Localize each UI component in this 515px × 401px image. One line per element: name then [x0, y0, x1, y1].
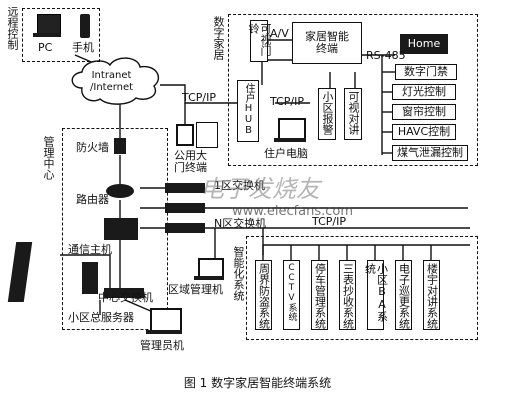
home-terminal-box: 家居智能终端 [292, 22, 362, 64]
alarm-box: 小区报警 [318, 88, 336, 140]
zone-switch-1-label: 1区交换机 [214, 179, 265, 192]
gate-terminal-panel-icon [196, 122, 218, 148]
gate-terminal-icon [176, 124, 194, 146]
home-tag: Home [400, 34, 448, 54]
subsystem-havc: HAVC控制 [392, 124, 456, 140]
cloud-label: Intranet /Internet [90, 70, 134, 93]
central-switch-label: 中心交换机 [98, 291, 153, 304]
hub-tcpip-label: TCP/IP [270, 95, 304, 108]
zone-switch-n-label: N区交换机 [214, 217, 267, 230]
server-label: 小区总服务器 [68, 311, 134, 324]
comm-host-label: 通信主机 [68, 243, 112, 256]
zone-admin-label: 区域管理机 [168, 283, 223, 296]
pc-icon [37, 14, 61, 34]
management-center-label: 管理中心 [42, 136, 55, 180]
hub-box: 住户HUB [237, 80, 259, 142]
tcpip-mid-label: TCP/IP [312, 215, 346, 228]
remote-phone-label: 手机 [72, 41, 94, 54]
zone-switch-1-icon [165, 183, 205, 193]
smart-system-cctv: CCTV系统 [283, 260, 300, 330]
admin-pc-icon [150, 308, 182, 332]
smart-system-meter: 三表抄收系统 [339, 260, 356, 330]
router-icon [106, 184, 134, 198]
digital-home-frame [228, 14, 478, 166]
firewall-icon [114, 138, 126, 154]
home-pc-base-icon [274, 138, 306, 142]
watermark-url: www.elecfans.com [232, 204, 354, 219]
smart-system-label: 智能化系统 [232, 246, 245, 301]
smart-system-ba: 小区BA系统 [364, 260, 389, 330]
router-rack-icon [104, 218, 138, 240]
smart-system-frame [246, 236, 478, 340]
smart-system-intercom: 楼宇对讲系统 [423, 260, 440, 330]
remote-control-frame [22, 8, 100, 62]
intercom-box: 可视对讲 [344, 88, 362, 140]
smart-system-perimeter: 周界防盗系统 [255, 260, 272, 330]
smart-system-parking: 停车管理系统 [311, 260, 328, 330]
home-pc-label: 住户电脑 [264, 147, 308, 160]
zone-admin-icon [198, 258, 224, 278]
tcpip-top-label: TCP/IP [182, 91, 216, 104]
watermark-cn: 电子发烧友 [200, 175, 320, 203]
av-label: A/V [270, 27, 289, 40]
remote-control-label: 远程控制 [6, 6, 19, 50]
zone-admin-base-icon [194, 276, 224, 280]
home-pc-icon [278, 118, 306, 140]
rs485-label: RS-485 [366, 49, 406, 62]
central-switch-icon [104, 288, 144, 298]
zone-switch-mid-icon [165, 203, 205, 213]
smart-system-patrol: 电子巡更系统 [395, 260, 412, 330]
digital-home-label: 数字家居 [212, 16, 225, 60]
figure-caption: 图 1 数字家居智能终端系统 [183, 376, 332, 390]
subsystem-gas-leak: 煤气泄漏控制 [392, 145, 468, 161]
firewall-label: 防火墙 [76, 141, 109, 154]
pc-base-icon [33, 33, 61, 37]
subsystem-door-access: 数字门禁 [395, 64, 457, 80]
gate-terminal-label: 公用大门终端 [174, 149, 207, 174]
visual-doorbell-box: 可视门铃 [247, 20, 272, 62]
subsystem-curtain: 窗帘控制 [392, 104, 456, 120]
admin-label: 管理员机 [140, 339, 184, 352]
admin-pc-base-icon [146, 330, 182, 334]
subsystem-lighting: 灯光控制 [392, 84, 456, 100]
remote-pc-label: PC [38, 41, 53, 54]
zone-switch-n-icon [165, 223, 205, 233]
router-label: 路由器 [76, 193, 109, 206]
phone-icon [80, 14, 90, 38]
server-icon [82, 262, 98, 294]
